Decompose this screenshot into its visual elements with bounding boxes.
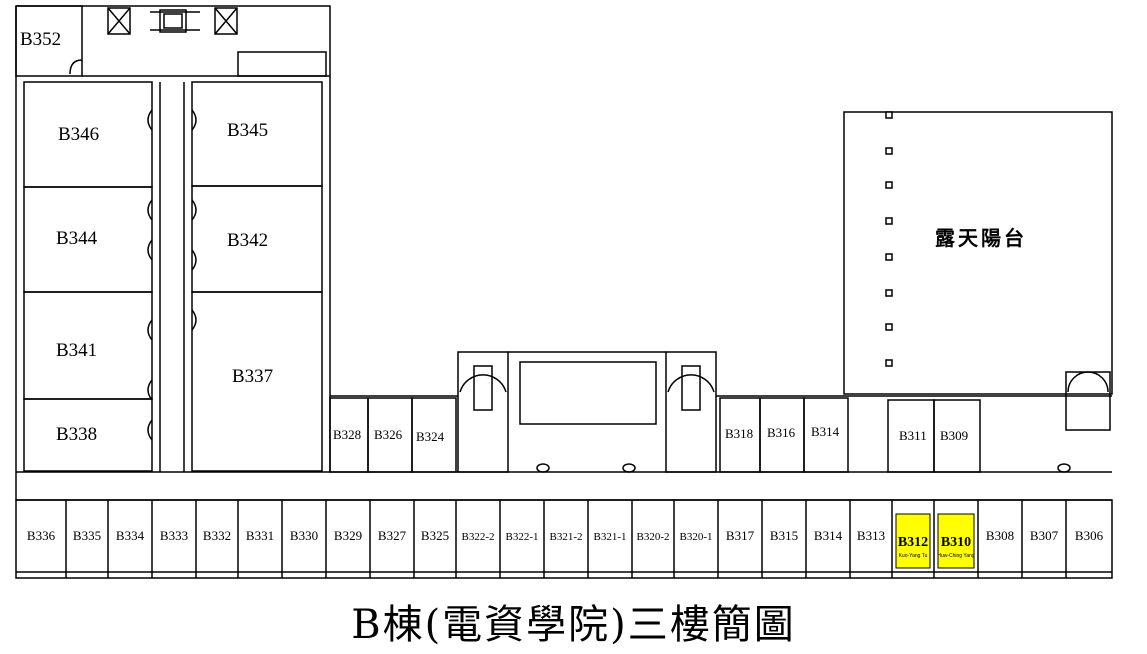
room-box-b338 bbox=[23, 398, 153, 472]
room-label-b314a: B314 bbox=[811, 424, 840, 439]
room-label-b322-2: B322-2 bbox=[462, 531, 495, 543]
room-label-b324: B324 bbox=[416, 429, 445, 444]
staircase bbox=[665, 351, 717, 473]
room-box-b352 bbox=[15, 5, 83, 77]
main-corridor bbox=[16, 471, 1112, 501]
room-label-b314b: B314 bbox=[814, 528, 843, 543]
room-label-b320-2: B320-2 bbox=[637, 531, 670, 543]
room-label-b336: B336 bbox=[27, 528, 56, 543]
room-label-b337: B337 bbox=[232, 366, 273, 387]
highlight-box-b312 bbox=[895, 513, 931, 569]
room-label-b327: B327 bbox=[378, 528, 407, 543]
room-label-b326: B326 bbox=[374, 427, 403, 442]
room-label-b325: B325 bbox=[421, 528, 449, 543]
room-label-b332: B332 bbox=[203, 528, 231, 543]
terrace-label: 露天陽台 bbox=[935, 226, 1027, 250]
room-label-b310: B310 bbox=[941, 535, 971, 550]
room-label-b313: B313 bbox=[857, 528, 885, 543]
room-label-b307: B307 bbox=[1030, 528, 1059, 543]
room-label-b331: B331 bbox=[246, 528, 274, 543]
room-label-b329: B329 bbox=[334, 528, 362, 543]
bottom-room-strip bbox=[15, 499, 1113, 579]
elevator-shaft bbox=[214, 7, 238, 35]
room-label-b321-2: B321-2 bbox=[550, 531, 583, 543]
room-label-b308: B308 bbox=[986, 528, 1014, 543]
staircase bbox=[457, 351, 509, 473]
room-label-b317: B317 bbox=[726, 528, 755, 543]
room-label-b321-1: B321-1 bbox=[594, 531, 627, 543]
occupant-label-b312: Kuo-Yang Tu bbox=[899, 553, 928, 559]
room-label-b344: B344 bbox=[56, 228, 98, 249]
room-label-b330: B330 bbox=[290, 528, 318, 543]
room-label-b342: B342 bbox=[227, 230, 268, 251]
left-wing-wall bbox=[16, 5, 331, 472]
room-label-b338: B338 bbox=[56, 424, 97, 445]
room-label-b346: B346 bbox=[58, 124, 99, 145]
staircase bbox=[1065, 371, 1111, 431]
room-label-b312: B312 bbox=[898, 535, 928, 550]
room-label-b328: B328 bbox=[333, 427, 361, 442]
room-label-b316: B316 bbox=[767, 425, 796, 440]
occupant-label-b310: Huw-Ching Yang bbox=[937, 553, 975, 559]
terrace-area bbox=[843, 111, 1113, 395]
room-label-b352: B352 bbox=[20, 29, 61, 50]
room-label-b318: B318 bbox=[725, 426, 753, 441]
room-label-b333: B333 bbox=[160, 528, 188, 543]
central-elevator bbox=[159, 9, 187, 33]
room-box-b337 bbox=[191, 291, 323, 472]
room-label-b320-1: B320-1 bbox=[680, 531, 713, 543]
lightwell bbox=[519, 361, 657, 425]
bottom-rooms: B336 B335 B334 B333 B332 B331 B330 B329 B327 B325… bbox=[27, 500, 1104, 578]
room-label-b322-1: B322-1 bbox=[506, 531, 539, 543]
room-label-b341: B341 bbox=[56, 340, 97, 361]
room-label-b315: B315 bbox=[770, 528, 798, 543]
room-label-b335: B335 bbox=[73, 528, 101, 543]
room-label-b311: B311 bbox=[899, 428, 927, 443]
room-label-b345: B345 bbox=[227, 120, 268, 141]
room-label-b309: B309 bbox=[940, 428, 968, 443]
room-label-b334: B334 bbox=[116, 528, 145, 543]
room-label-b306: B306 bbox=[1075, 528, 1104, 543]
highlight-box-b310 bbox=[937, 513, 975, 569]
floor-plan-title: B棟(電資學院)三樓簡圖 bbox=[351, 602, 796, 648]
elevator-shaft bbox=[107, 7, 131, 35]
